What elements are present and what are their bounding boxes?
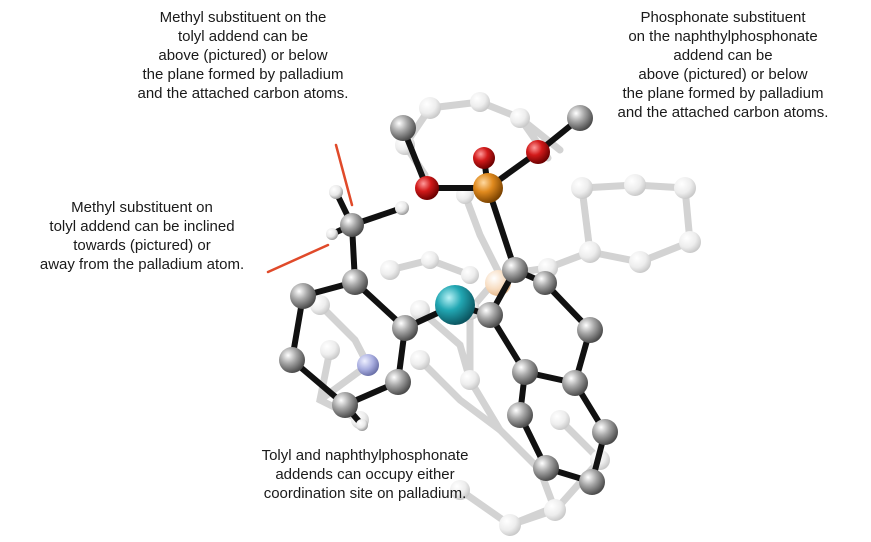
oxygen-atom: [415, 176, 439, 200]
carbon-atom: [579, 469, 605, 495]
carbon-atom: [340, 213, 364, 237]
annotation-line: Methyl substituent on: [71, 199, 213, 216]
annotation-line: away from the palladium atom.: [39, 256, 245, 273]
carbon-atom: [390, 115, 416, 141]
hydrogen-atom: [329, 185, 343, 199]
annotation-coordination: Tolyl and naphthylphosphonate addends ca…: [215, 446, 515, 503]
annotation-line: and the attached carbon atoms.: [137, 85, 349, 102]
carbon-atom: [290, 283, 316, 309]
carbon-atom: [533, 455, 559, 481]
annotation-line: coordination site on palladium.: [263, 485, 467, 502]
carbon-atom: [562, 370, 588, 396]
annotation-line: tolyl addend can be: [177, 28, 309, 45]
annotation-line: towards (pictured) or: [73, 237, 211, 254]
carbon-atom: [512, 359, 538, 385]
carbon-atom: [477, 302, 503, 328]
annotation-phosphonate-position: Phosphonate substituent on the naphthylp…: [578, 8, 868, 122]
hydrogen-atom: [326, 228, 338, 240]
annotation-line: above (pictured) or below: [638, 66, 808, 83]
annotation-methyl-position: Methyl substituent on the tolyl addend c…: [88, 8, 398, 103]
pointer-line-methyl-position: [334, 143, 354, 207]
carbon-atom: [392, 315, 418, 341]
annotation-line: on the naphthylphosphonate: [628, 28, 818, 45]
pointer-lines: [266, 143, 354, 274]
carbon-atom: [533, 271, 557, 295]
hydrogen-atom: [356, 419, 368, 431]
annotation-line: above (pictured) or below: [158, 47, 328, 64]
carbon-atom: [567, 105, 593, 131]
carbon-atom: [279, 347, 305, 373]
nitrogen-atom: [357, 354, 379, 376]
annotation-line: tolyl addend can be inclined: [49, 218, 235, 235]
carbon-atom: [502, 257, 528, 283]
hydrogen-atom: [395, 201, 409, 215]
annotation-line: addend can be: [673, 47, 773, 64]
carbon-atom: [592, 419, 618, 445]
pointer-line-methyl-incline: [266, 243, 330, 274]
palladium-atom: [435, 285, 475, 325]
annotation-line: and the attached carbon atoms.: [617, 104, 829, 121]
annotation-line: Phosphonate substituent: [640, 9, 806, 26]
annotation-line: addends can occupy either: [275, 466, 455, 483]
carbon-atom: [577, 317, 603, 343]
annotation-line: Tolyl and naphthylphosphonate: [261, 447, 469, 464]
carbon-atom: [385, 369, 411, 395]
oxygen-atom: [473, 147, 495, 169]
annotation-line: the plane formed by palladium: [142, 66, 344, 83]
annotation-line: Methyl substituent on the: [159, 9, 327, 26]
annotation-methyl-incline: Methyl substituent on tolyl addend can b…: [2, 198, 282, 274]
carbon-atom: [342, 269, 368, 295]
oxygen-atom: [526, 140, 550, 164]
foreground-atoms: [279, 105, 618, 495]
carbon-atom: [507, 402, 533, 428]
annotation-line: the plane formed by palladium: [622, 85, 824, 102]
carbon-atom: [332, 392, 358, 418]
phosphorus-atom: [473, 173, 503, 203]
